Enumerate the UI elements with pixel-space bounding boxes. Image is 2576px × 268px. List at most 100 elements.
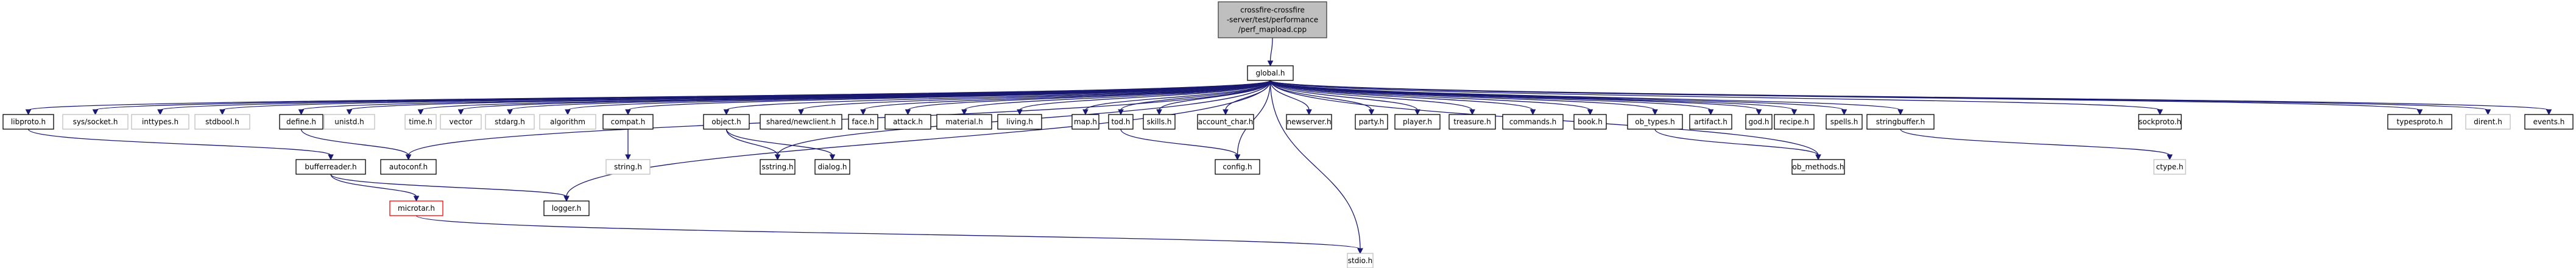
node-config[interactable]: config.h <box>1215 159 1260 175</box>
arrowhead-icon <box>1756 109 1762 116</box>
node-label: -server/test/performance <box>1227 16 1318 24</box>
node-box <box>1197 114 1254 130</box>
node-define[interactable]: define.h <box>279 114 323 130</box>
node-label: bufferreader.h <box>305 163 356 171</box>
arrowhead-icon <box>1652 109 1658 116</box>
node-commands[interactable]: commands.h <box>1502 114 1564 130</box>
node-box <box>605 159 651 175</box>
arrowhead-icon <box>1156 109 1162 116</box>
node-label: stdarg.h <box>495 118 525 126</box>
node-skills[interactable]: skills.h <box>1143 114 1176 130</box>
node-label: inttypes.h <box>142 118 178 126</box>
node-label: stdbool.h <box>205 118 239 126</box>
node-label: autoconf.h <box>389 163 428 171</box>
node-label: /perf_mapload.cpp <box>1238 26 1307 34</box>
node-box <box>1627 114 1683 130</box>
node-label: account_char.h <box>1198 118 1254 126</box>
node-label: artifact.h <box>1694 118 1727 126</box>
edge-global-to-tod <box>1120 80 1271 111</box>
node-account_char[interactable]: account_char.h <box>1197 114 1254 130</box>
node-dialog[interactable]: dialog.h <box>814 159 850 175</box>
edge-define-to-autoconf <box>300 129 409 156</box>
node-events[interactable]: events.h <box>2524 114 2574 130</box>
arrowhead-icon <box>507 109 513 116</box>
node-typesproto[interactable]: typesproto.h <box>2387 114 2452 130</box>
node-box <box>1573 114 1607 130</box>
node-label: object.h <box>711 118 741 126</box>
node-newserver[interactable]: newserver.h <box>1286 114 1332 130</box>
edge-object-to-sstring <box>725 129 778 156</box>
node-box <box>884 114 931 130</box>
node-compat[interactable]: compat.h <box>602 114 654 130</box>
edge-global-to-map <box>1085 80 1271 111</box>
node-ob_methods[interactable]: ob_methods.h <box>1791 159 1845 175</box>
edge-global-to-events <box>1269 80 2550 111</box>
node-bufferreader[interactable]: bufferreader.h <box>295 159 366 175</box>
node-sstring[interactable]: sstring.h <box>760 159 796 175</box>
edge-bufferreader-to-microtar <box>330 174 417 197</box>
edge-global-to-stdio <box>1269 80 1361 250</box>
node-global[interactable]: global.h <box>1247 65 1294 81</box>
node-vector: vector <box>440 114 482 130</box>
node-ob_types[interactable]: ob_types.h <box>1627 114 1683 130</box>
node-stringbuffer[interactable]: stringbuffer.h <box>1866 114 1935 130</box>
node-spells[interactable]: spells.h <box>1826 114 1863 130</box>
node-label: newserver.h <box>1286 118 1331 126</box>
node-root[interactable]: crossfire-crossfire-server/test/performa… <box>1218 1 1327 38</box>
node-book[interactable]: book.h <box>1573 114 1607 130</box>
node-tod[interactable]: tod.h <box>1108 114 1134 130</box>
edge-global-to-material <box>964 80 1271 111</box>
node-libproto[interactable]: libproto.h <box>2 114 54 130</box>
node-box <box>2138 114 2182 130</box>
node-object[interactable]: object.h <box>703 114 750 130</box>
node-label: time.h <box>409 118 432 126</box>
node-label: attack.h <box>893 118 923 126</box>
node-party[interactable]: party.h <box>1355 114 1388 130</box>
arrowhead-icon <box>2546 109 2552 116</box>
edge-global-to-living <box>1019 80 1271 111</box>
node-box <box>1347 253 1374 268</box>
arrowhead-icon <box>625 154 631 161</box>
edge-global-to-commands <box>1269 80 1534 111</box>
node-box <box>279 114 323 130</box>
arrowhead-icon <box>1897 109 1904 116</box>
node-logger[interactable]: logger.h <box>543 200 590 216</box>
node-god[interactable]: god.h <box>1745 114 1773 130</box>
arrowhead-icon <box>417 109 424 116</box>
node-living[interactable]: living.h <box>997 114 1042 130</box>
node-newclient[interactable]: shared/newclient.h <box>760 114 842 130</box>
node-box <box>2387 114 2452 130</box>
node-label: vector <box>449 118 472 126</box>
node-box <box>323 114 375 130</box>
node-label: crossfire-crossfire <box>1240 6 1305 15</box>
node-label: dirent.h <box>2474 118 2502 126</box>
arrowhead-icon <box>457 109 464 116</box>
node-artifact[interactable]: artifact.h <box>1689 114 1732 130</box>
node-label: config.h <box>1223 163 1252 171</box>
node-syssocket: sys/socket.h <box>62 114 129 130</box>
node-attack[interactable]: attack.h <box>884 114 931 130</box>
node-box <box>2153 159 2186 175</box>
node-label: define.h <box>286 118 316 126</box>
node-box <box>936 114 992 130</box>
node-sockproto[interactable]: sockproto.h <box>2138 114 2182 130</box>
arrowhead-icon <box>92 109 99 116</box>
node-label: microtar.h <box>398 204 435 213</box>
node-autoconf[interactable]: autoconf.h <box>380 159 437 175</box>
node-face[interactable]: face.h <box>848 114 878 130</box>
node-label: tod.h <box>1111 118 1130 126</box>
node-box <box>440 114 482 130</box>
node-label: map.h <box>1074 118 1097 126</box>
node-box <box>194 114 250 130</box>
arrowhead-icon <box>1841 109 1847 116</box>
node-map[interactable]: map.h <box>1071 114 1099 130</box>
node-recipe[interactable]: recipe.h <box>1774 114 1815 130</box>
arrowhead-icon <box>625 109 631 116</box>
node-label: god.h <box>1749 118 1770 126</box>
node-label: stringbuffer.h <box>1876 118 1925 126</box>
node-label: ctype.h <box>2156 163 2184 171</box>
node-player[interactable]: player.h <box>1394 114 1441 130</box>
node-material[interactable]: material.h <box>936 114 992 130</box>
arrowhead-icon <box>2167 154 2173 161</box>
node-treasure[interactable]: treasure.h <box>1449 114 1496 130</box>
